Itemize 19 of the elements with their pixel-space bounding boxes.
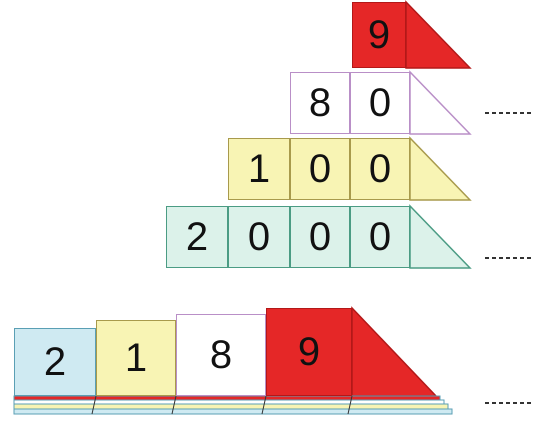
number-card: 0: [350, 206, 410, 268]
number-card: 2: [14, 328, 96, 396]
number-card: 1: [96, 320, 176, 396]
number-card: 9: [266, 308, 352, 396]
card-tab: [405, 0, 472, 69]
number-card: 2: [166, 206, 228, 268]
card-tab: [409, 204, 472, 269]
number-card: 0: [290, 206, 350, 268]
card-tab: [409, 136, 472, 201]
number-card: 8: [176, 314, 266, 396]
card-tab: [409, 70, 472, 135]
number-card: 0: [228, 206, 290, 268]
number-card: 1: [228, 138, 290, 200]
number-card: 0: [350, 72, 410, 134]
number-card: 8: [290, 72, 350, 134]
card-tab: [351, 306, 438, 397]
number-card: 9: [352, 2, 406, 68]
number-card: 0: [290, 138, 350, 200]
number-card: 0: [350, 138, 410, 200]
